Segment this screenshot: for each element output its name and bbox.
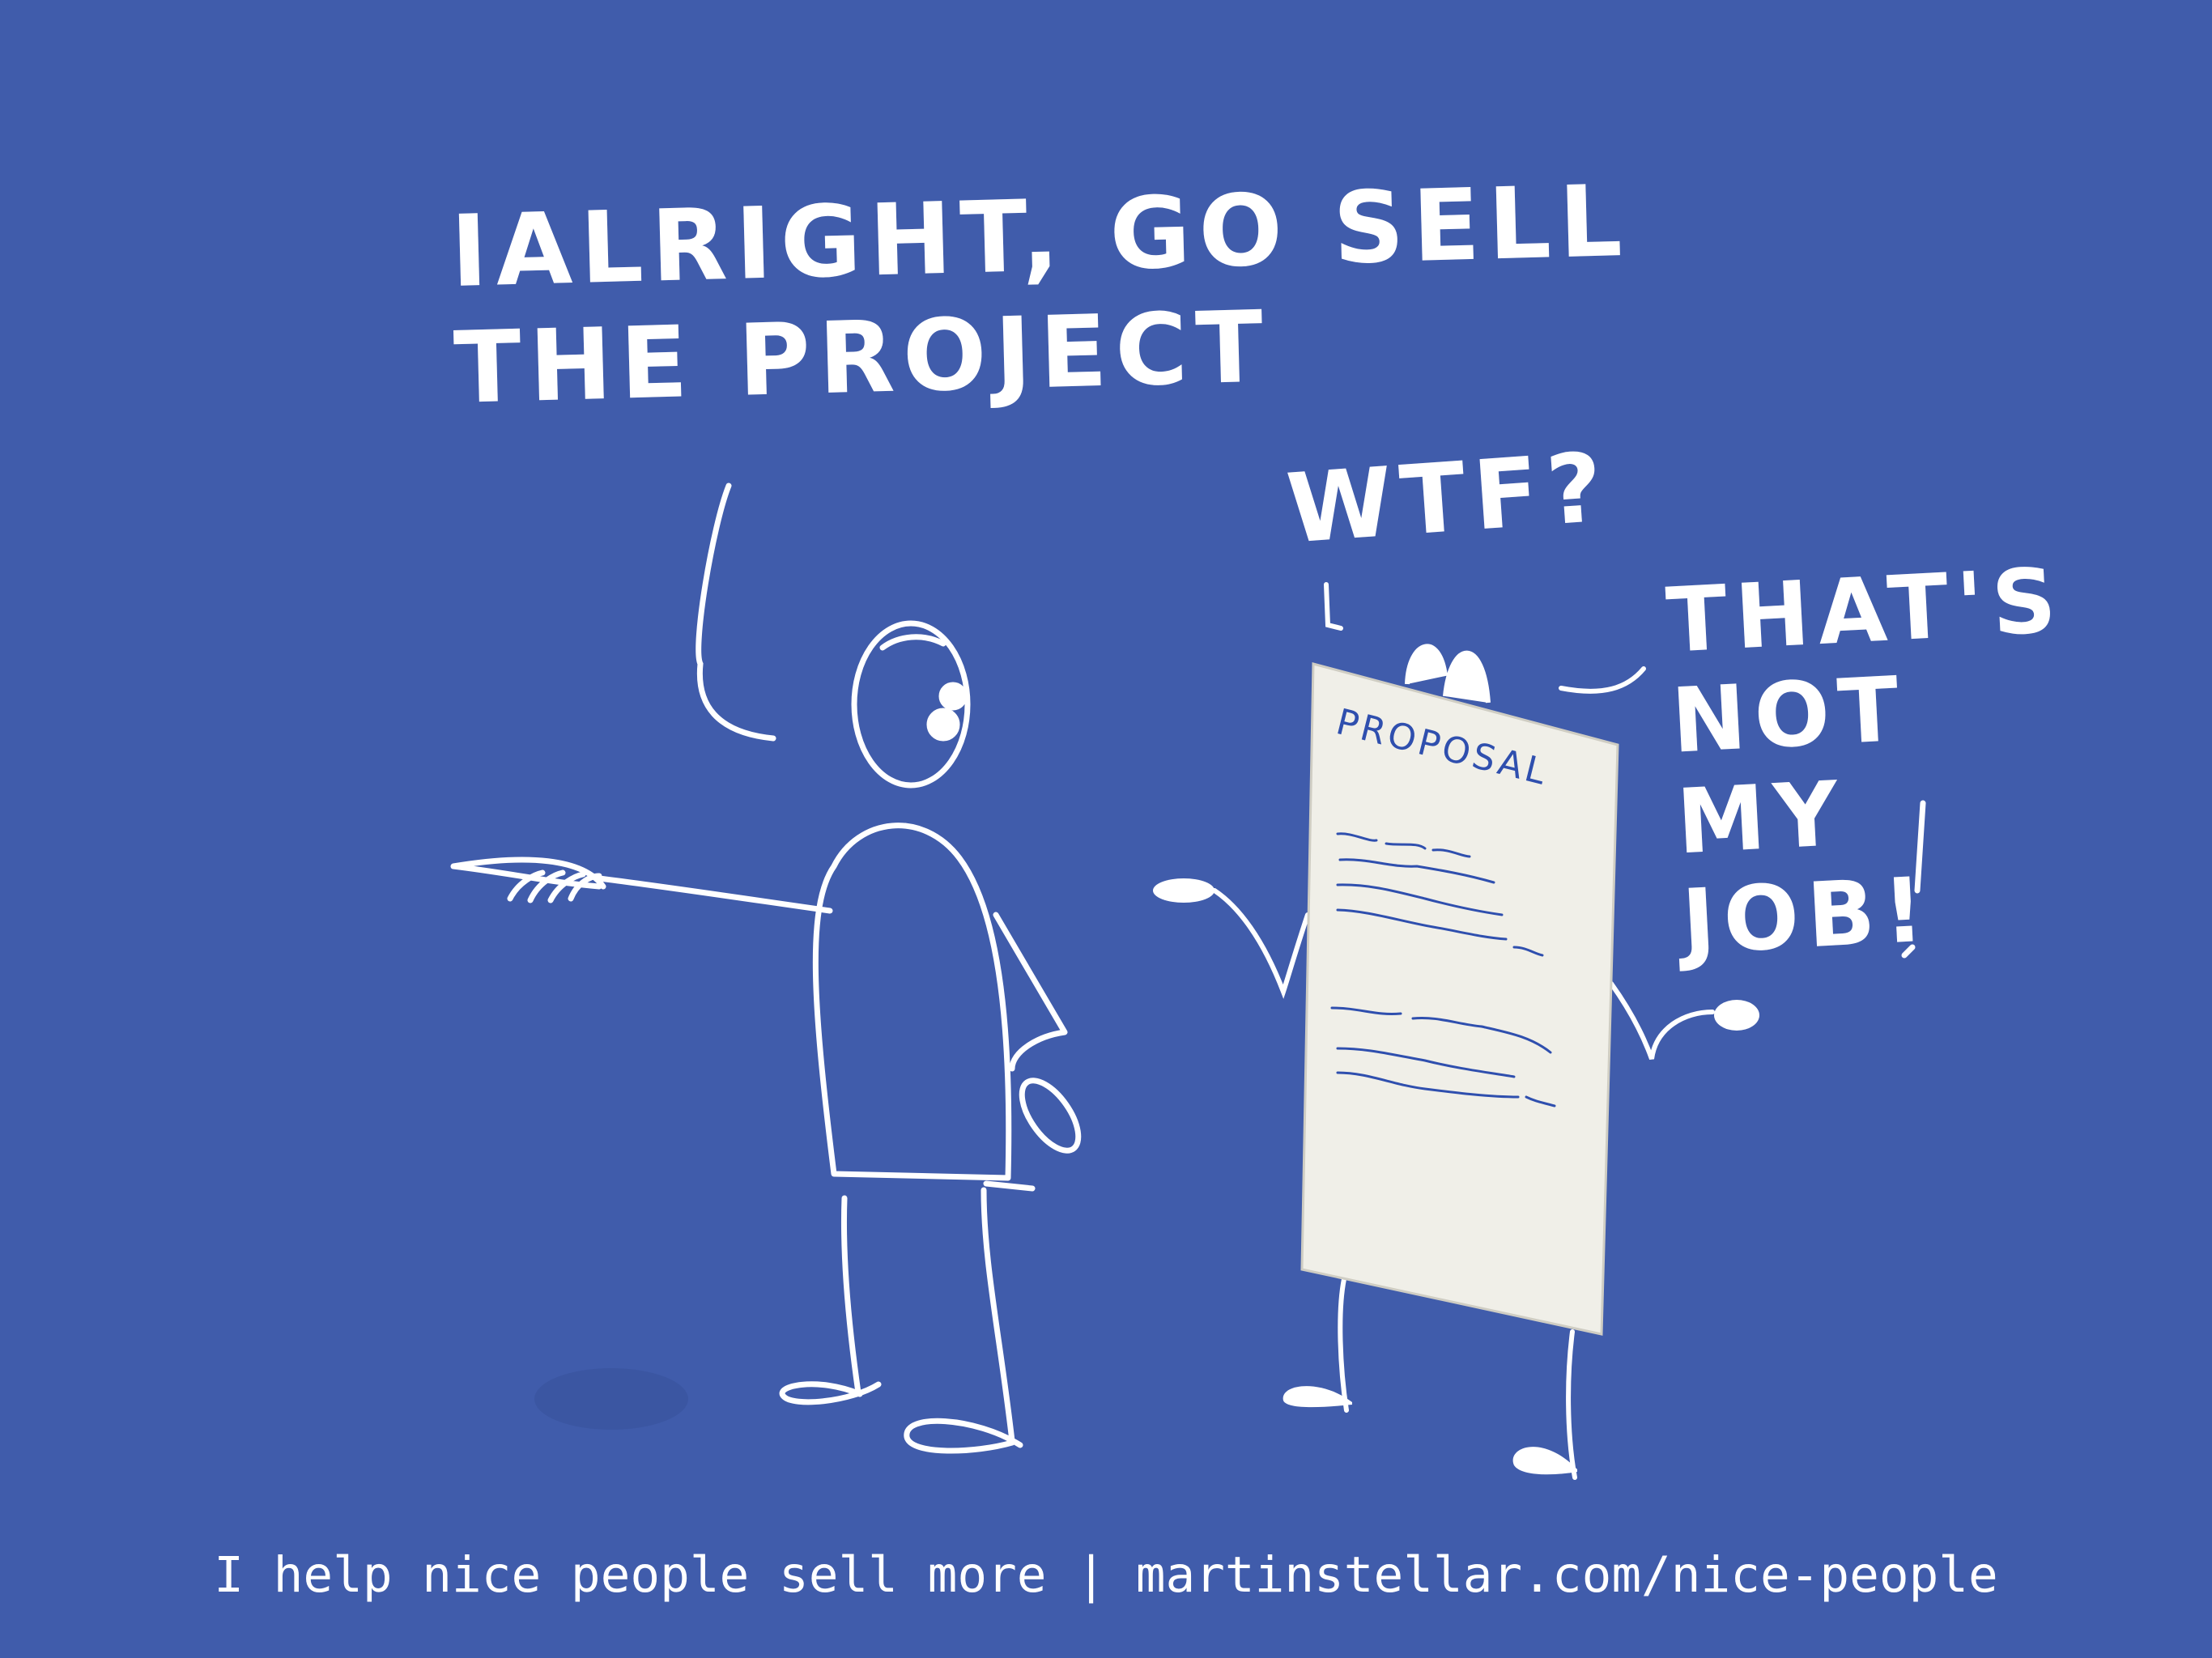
footer-tagline: I help nice people sell more | martinste… [214, 1546, 1998, 1604]
proposal-text-lines [1330, 832, 1556, 1107]
boss-figure [450, 620, 1082, 1454]
boss-pointing-arm [596, 875, 833, 914]
proposal-leg-left [1338, 1277, 1349, 1413]
boss-leg-left [840, 1195, 861, 1396]
boss-foot-right [904, 1418, 1023, 1454]
proposal-exclamation-text: WTF? [1283, 431, 1614, 565]
boss-speech-text: IALRIGHT, GO SELL THE PROJECT [449, 163, 1631, 426]
proposal-eye-left [1405, 644, 1448, 685]
proposal-leg-right [1566, 1329, 1577, 1480]
boss-eye [938, 682, 968, 711]
proposal-arm-left [1212, 888, 1310, 999]
speech-pointer-job [1559, 666, 1646, 694]
exclamation-flourish [1901, 800, 1926, 959]
boss-body [812, 823, 1012, 1181]
proposal-figure: PROPOSAL [1153, 644, 1759, 1480]
boss-pointing-hand [450, 857, 606, 890]
boss-head [851, 620, 971, 789]
boss-foot-left [779, 1381, 882, 1405]
proposal-hand-right [1714, 1000, 1759, 1031]
proposal-hand-left [1153, 878, 1214, 903]
speech-pointer-boss [696, 483, 776, 742]
ground-smudge [534, 1368, 688, 1430]
proposal-complaint-text: THAT'S NOT MY JOB! [1663, 548, 2067, 975]
boss-leg-right [981, 1187, 1015, 1444]
proposal-foot-right [1512, 1447, 1577, 1475]
proposal-foot-left [1283, 1386, 1352, 1408]
proposal-paper [1300, 662, 1619, 1336]
speech-pointer-wtf [1324, 582, 1343, 631]
proposal-arm-right [1609, 981, 1715, 1061]
proposal-eye-right [1443, 650, 1491, 704]
